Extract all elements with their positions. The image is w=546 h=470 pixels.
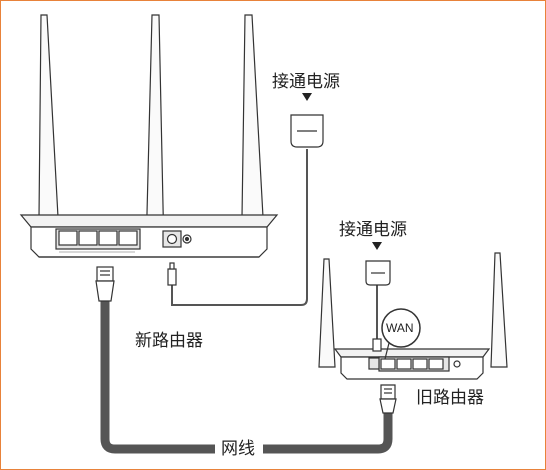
- old-rj45-connector: [379, 384, 397, 414]
- old-power-jack: [368, 357, 380, 370]
- old-router-top: [333, 348, 491, 358]
- old-power-plug: [372, 338, 382, 352]
- wan-callout-pointer: [384, 342, 390, 360]
- old-antenna-left: [318, 258, 336, 368]
- wan-callout-circle: [381, 308, 421, 348]
- network-cable-label: 网线: [221, 439, 255, 459]
- new-antenna-left: [38, 14, 59, 218]
- wan-port-label: WAN: [386, 321, 414, 335]
- new-rj45-connector: [95, 266, 115, 302]
- top-arrow: [302, 93, 312, 101]
- old-router-label: 旧路由器: [416, 388, 484, 408]
- old-lan-port-1: [396, 358, 412, 370]
- new-wan-port: [58, 230, 78, 246]
- bottom-power-adapter: [365, 260, 391, 286]
- new-lan-port-3: [118, 230, 138, 246]
- old-lan-port-3: [428, 358, 444, 370]
- old-router: [318, 252, 508, 380]
- bottom-arrow: [372, 242, 382, 250]
- new-router-top: [19, 214, 279, 228]
- new-router: [19, 14, 279, 258]
- power-cable-new: [171, 149, 308, 306]
- old-reset-button: [453, 360, 461, 368]
- new-lan-port-2: [98, 230, 118, 246]
- old-antenna-right: [490, 252, 508, 368]
- top-power-adapter: [290, 114, 324, 148]
- new-lan-port-1: [78, 230, 98, 246]
- new-router-label: 新路由器: [135, 331, 203, 351]
- new-power-plug: [167, 262, 177, 286]
- new-antenna-right: [241, 14, 264, 218]
- old-lan-port-2: [412, 358, 428, 370]
- old-wan-port: [380, 358, 396, 370]
- power-label-bottom: 接通电源: [339, 220, 407, 240]
- cable-label-gap: [215, 439, 263, 459]
- power-label-top: 接通电源: [272, 72, 340, 92]
